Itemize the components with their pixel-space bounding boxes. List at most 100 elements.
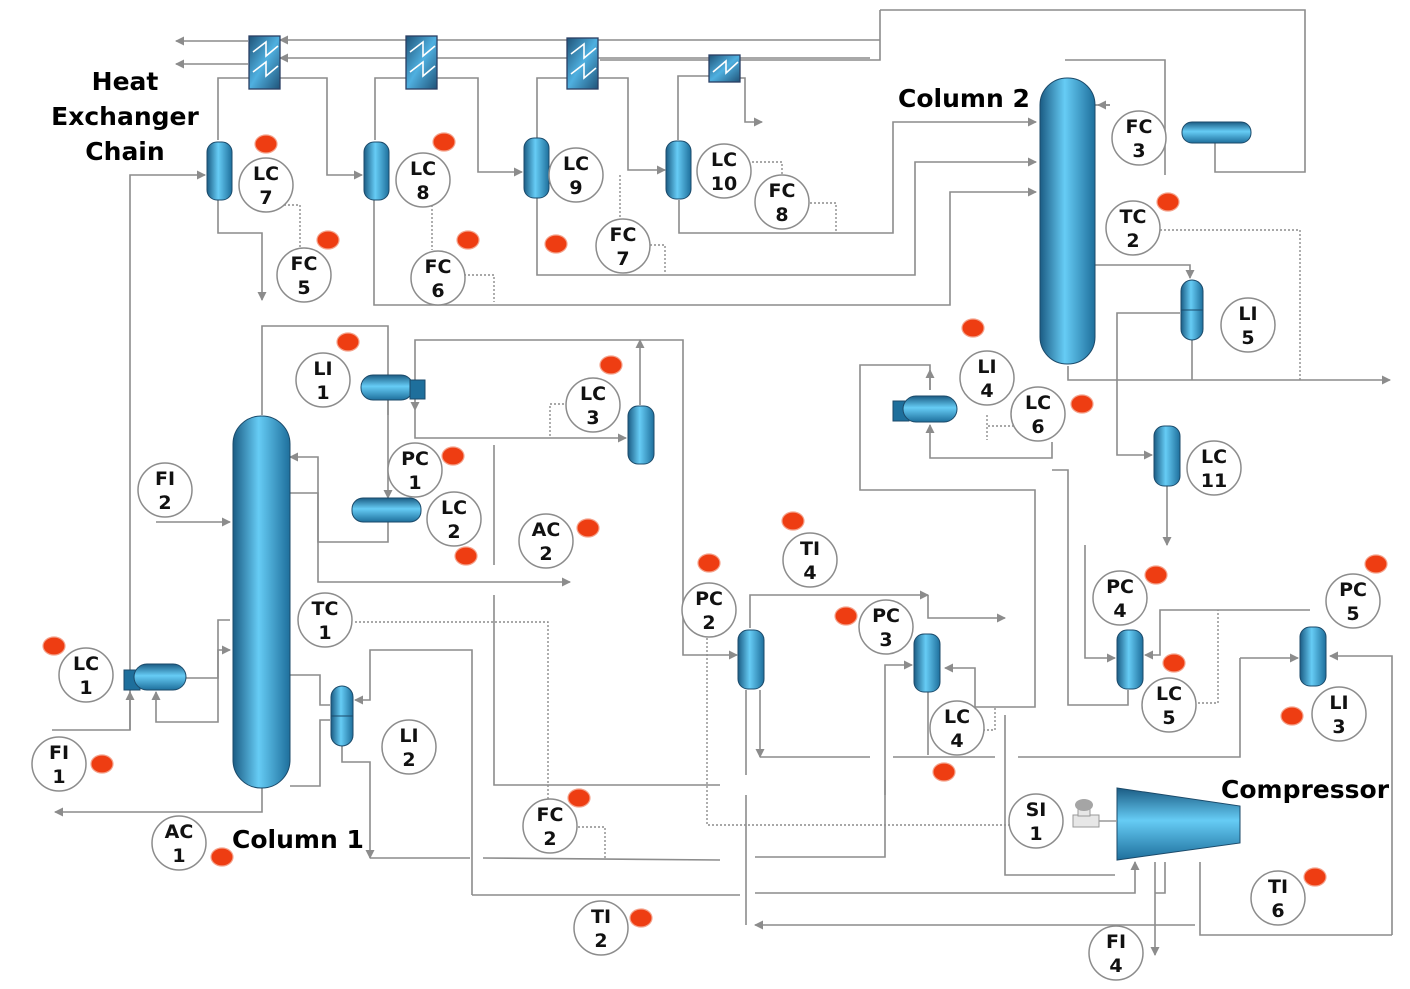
svg-text:FC: FC <box>769 180 796 202</box>
instrument-lc1[interactable]: LC1 <box>58 647 114 703</box>
svg-text:6: 6 <box>1031 416 1044 438</box>
instrument-si1[interactable]: SI1 <box>1008 793 1064 849</box>
instrument-ti2[interactable]: TI2 <box>573 900 629 956</box>
signal-lines <box>248 161 1301 858</box>
vessel-lc3 <box>627 405 655 465</box>
instrument-lc8[interactable]: LC8 <box>395 152 451 208</box>
heat-exchanger-1 <box>248 35 281 90</box>
instrument-li5[interactable]: LI5 <box>1220 297 1276 353</box>
instrument-lc5[interactable]: LC5 <box>1141 677 1197 733</box>
instrument-lc3[interactable]: LC3 <box>565 377 621 433</box>
instrument-li4[interactable]: LI4 <box>959 350 1015 406</box>
svg-text:3: 3 <box>879 629 892 651</box>
instrument-ti4[interactable]: TI4 <box>782 532 838 588</box>
svg-text:FC: FC <box>537 804 564 826</box>
svg-text:2: 2 <box>543 828 556 850</box>
instrument-lc7[interactable]: LC7 <box>238 157 294 213</box>
pump-li1 <box>360 374 426 401</box>
svg-text:LC: LC <box>711 149 737 171</box>
svg-text:TI: TI <box>800 538 820 560</box>
instrument-pc1[interactable]: PC1 <box>387 442 443 498</box>
svg-text:AC: AC <box>532 519 561 541</box>
instrument-fc7[interactable]: FC7 <box>595 218 651 274</box>
svg-text:FC: FC <box>425 256 452 278</box>
svg-text:PC: PC <box>872 605 900 627</box>
heat-exchanger-4 <box>708 54 741 83</box>
svg-text:LC: LC <box>73 653 99 675</box>
alarm-indicator <box>1144 565 1168 585</box>
instrument-lc4[interactable]: LC4 <box>929 700 985 756</box>
svg-text:LI: LI <box>313 358 332 380</box>
instrument-fi2[interactable]: FI2 <box>137 462 193 518</box>
column-1-title: Column 1 <box>232 825 364 854</box>
svg-text:9: 9 <box>569 177 582 199</box>
reflux-drum-1 <box>351 497 422 523</box>
svg-text:1: 1 <box>79 677 92 699</box>
svg-text:6: 6 <box>1271 900 1284 922</box>
svg-text:SI: SI <box>1026 799 1047 821</box>
vessel-lc11 <box>1153 425 1181 487</box>
instrument-li3[interactable]: LI3 <box>1311 686 1367 742</box>
instrument-ac1[interactable]: AC1 <box>151 815 207 871</box>
alarm-indicator <box>834 606 858 626</box>
instrument-fi4[interactable]: FI4 <box>1088 925 1144 981</box>
alarm-indicator <box>697 553 721 573</box>
svg-text:TI: TI <box>591 906 611 928</box>
instrument-pc2[interactable]: PC2 <box>681 582 737 638</box>
svg-text:8: 8 <box>416 182 429 204</box>
instrument-fc6[interactable]: FC6 <box>410 250 466 306</box>
vessel-pc2 <box>737 629 765 690</box>
instrument-lc9[interactable]: LC9 <box>548 147 604 203</box>
alarm-indicator <box>1162 653 1186 673</box>
instrument-pc4[interactable]: PC4 <box>1092 570 1148 626</box>
instrument-pc5[interactable]: PC5 <box>1325 573 1381 629</box>
instrument-pc3[interactable]: PC3 <box>858 599 914 655</box>
titles: Heat Exchanger Chain Column 2 Column 1 C… <box>51 67 1390 854</box>
instrument-fc3[interactable]: FC3 <box>1111 110 1167 166</box>
heat-exchanger-2 <box>405 35 438 90</box>
alarm-indicator <box>42 636 66 656</box>
svg-text:LC: LC <box>563 153 589 175</box>
svg-text:FI: FI <box>1106 931 1126 953</box>
instrument-fc8[interactable]: FC8 <box>754 174 810 230</box>
instrument-fi1[interactable]: FI1 <box>31 736 87 792</box>
column-2-vessel <box>1039 77 1096 365</box>
svg-text:LI: LI <box>977 356 996 378</box>
instrument-fc5[interactable]: FC5 <box>276 247 332 303</box>
instrument-lc6[interactable]: LC6 <box>1010 386 1066 442</box>
alarm-indicator <box>599 355 623 375</box>
alarm-indicator <box>336 332 360 352</box>
instrument-lc2[interactable]: LC2 <box>426 491 482 547</box>
svg-text:2: 2 <box>594 930 607 952</box>
alarm-indicator <box>567 788 591 808</box>
heat-exchanger-3 <box>566 37 599 90</box>
svg-text:1: 1 <box>408 472 421 494</box>
svg-text:LC: LC <box>1156 683 1182 705</box>
instrument-li1[interactable]: LI1 <box>295 352 351 408</box>
svg-text:5: 5 <box>1346 603 1359 625</box>
instrument-ti6[interactable]: TI6 <box>1250 870 1306 926</box>
svg-text:FC: FC <box>610 224 637 246</box>
svg-text:1: 1 <box>52 766 65 788</box>
instrument-tc1[interactable]: TC1 <box>297 592 353 648</box>
svg-text:LI: LI <box>1238 303 1257 325</box>
instrument-li2[interactable]: LI2 <box>381 719 437 775</box>
instrument-ac2[interactable]: AC2 <box>518 513 574 569</box>
reflux-drum-2 <box>1181 121 1252 144</box>
alarm-indicator <box>629 908 653 928</box>
svg-text:4: 4 <box>980 380 993 402</box>
instrument-tc2[interactable]: TC2 <box>1105 200 1161 256</box>
alarm-indicator <box>1156 192 1180 212</box>
pump-li4 <box>892 395 958 423</box>
instrument-fc2[interactable]: FC2 <box>522 798 578 854</box>
svg-text:2: 2 <box>402 749 415 771</box>
drum-lc10 <box>665 140 692 200</box>
svg-text:LC: LC <box>441 497 467 519</box>
column-2-title: Column 2 <box>898 84 1030 113</box>
svg-text:1: 1 <box>172 845 185 867</box>
alarm-indicator <box>90 754 114 774</box>
svg-text:7: 7 <box>259 187 272 209</box>
